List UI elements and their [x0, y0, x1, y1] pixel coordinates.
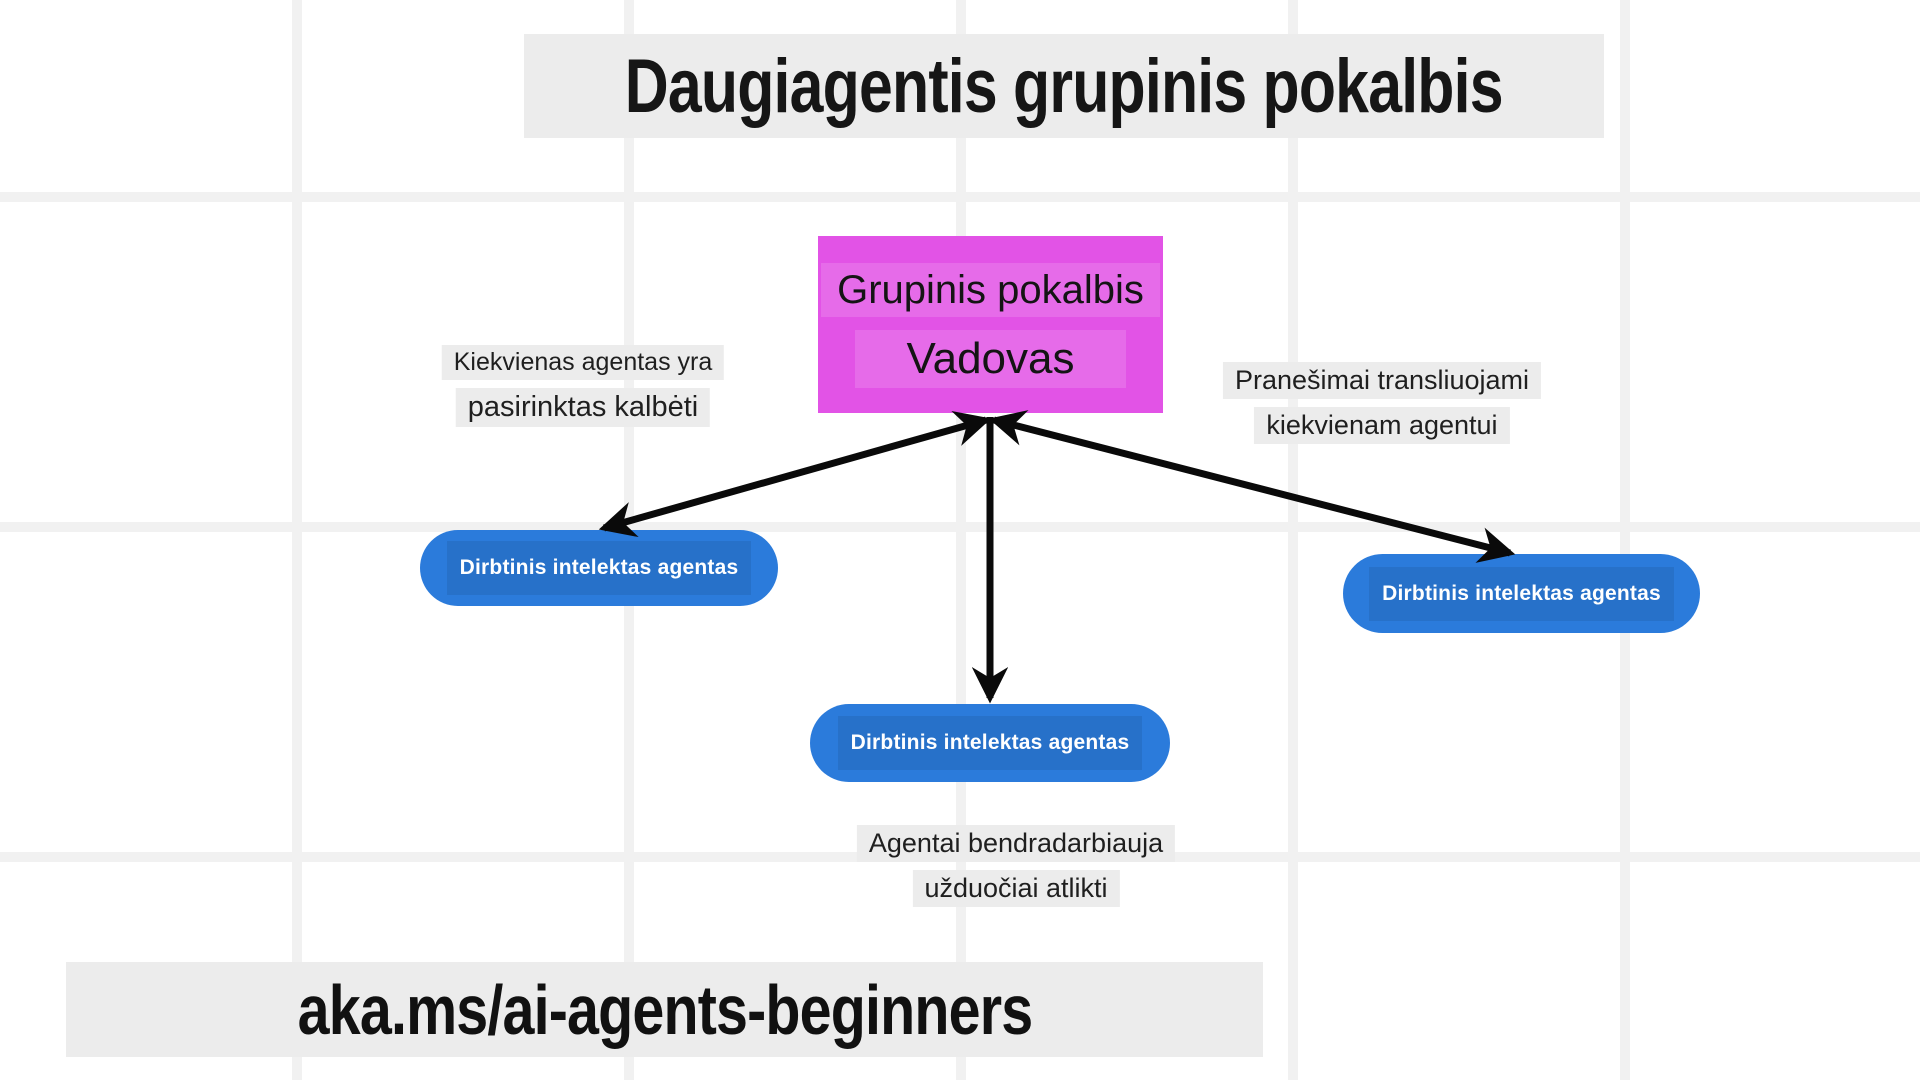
agent-node-left: Dirbtinis intelektas agentas — [420, 530, 778, 606]
grid-line-vertical — [956, 0, 966, 1080]
grid-line-vertical — [1288, 0, 1298, 1080]
annotation-left-line2: pasirinktas kalbėti — [455, 388, 711, 427]
agent-node-label: Dirbtinis intelektas agentas — [446, 541, 752, 595]
grid-line-vertical — [1620, 0, 1630, 1080]
manager-node-line2: Vadovas — [854, 330, 1127, 388]
annotation-right-line1: Pranešimai transliuojami — [1222, 362, 1542, 399]
agent-node-bottom: Dirbtinis intelektas agentas — [810, 704, 1170, 782]
footer-link[interactable]: aka.ms/ai-agents-beginners — [297, 970, 1033, 1049]
grid-line-horizontal — [0, 522, 1920, 532]
grid-line-horizontal — [0, 192, 1920, 202]
annotation-bottom-line1: Agentai bendradarbiauja — [856, 825, 1176, 862]
annotation-bottom: Agentai bendradarbiauja užduočiai atlikt… — [856, 825, 1176, 907]
annotation-right-line2: kiekvienam agentui — [1254, 407, 1510, 444]
page-title: Daugiagentis grupinis pokalbis — [625, 43, 1504, 129]
annotation-left: Kiekvienas agentas yra pasirinktas kalbė… — [441, 345, 725, 427]
agent-node-label: Dirbtinis intelektas agentas — [1369, 566, 1674, 621]
arrow-manager-to-left-agent — [598, 410, 992, 538]
grid-line-vertical — [292, 0, 302, 1080]
manager-node-line1: Grupinis pokalbis — [821, 263, 1160, 317]
agent-node-right: Dirbtinis intelektas agentas — [1343, 554, 1700, 633]
annotation-right: Pranešimai transliuojami kiekvienam agen… — [1222, 362, 1542, 444]
annotation-bottom-line2: užduočiai atlikti — [912, 870, 1120, 907]
group-chat-manager-node: Grupinis pokalbis Vadovas — [818, 236, 1163, 413]
agent-node-label: Dirbtinis intelektas agentas — [837, 716, 1143, 770]
footer-link-block: aka.ms/ai-agents-beginners — [66, 962, 1263, 1057]
page-title-block: Daugiagentis grupinis pokalbis — [524, 34, 1604, 138]
annotation-left-line1: Kiekvienas agentas yra — [441, 345, 725, 380]
